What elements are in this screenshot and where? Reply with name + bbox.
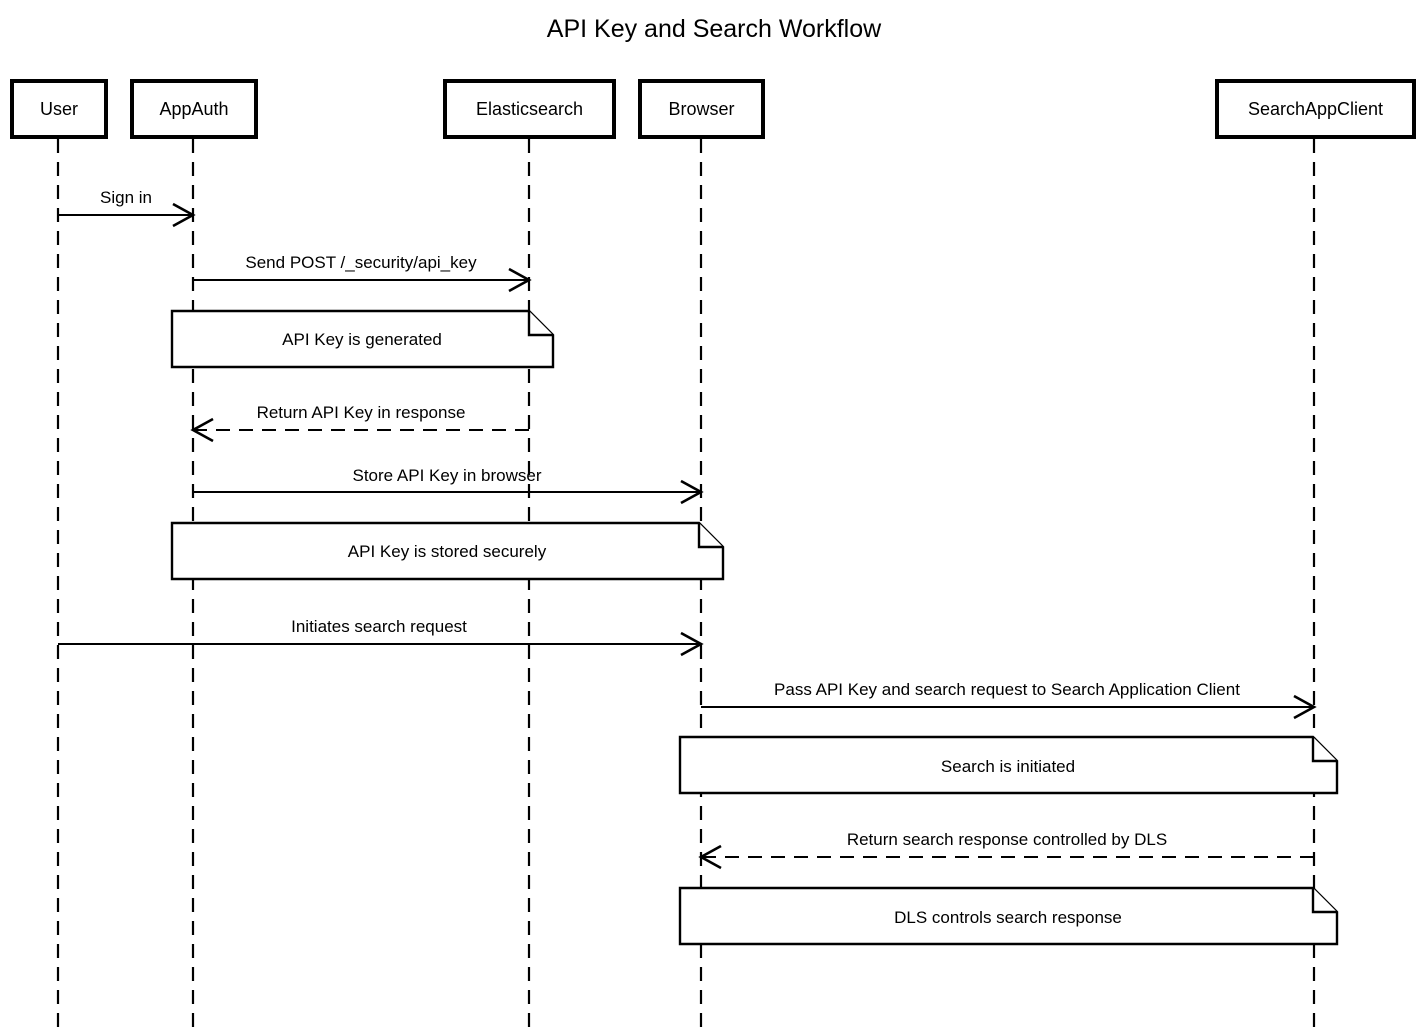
- participants-layer: User AppAuth Elasticsearch Browser SearchApp…: [10, 79, 1416, 139]
- note-fold-n3: [1311, 737, 1337, 763]
- message-arrowhead-m2: [508, 267, 532, 293]
- participant-browser[interactable]: Browser: [638, 79, 765, 139]
- participant-box-elasticsearch[interactable]: [443, 79, 616, 139]
- message-arrowhead-m6: [1293, 694, 1317, 720]
- message-arrowhead-m7: [698, 844, 722, 870]
- participant-label-searchappclient: SearchAppClient: [1248, 99, 1383, 119]
- lifelines-layer: [56, 139, 1316, 1027]
- messages-layer: Sign in Send POST /_security/api_keyRetur…: [58, 188, 1317, 870]
- note-label-n3: Search is initiated: [941, 757, 1075, 776]
- note-n2: API Key is stored securely: [170, 521, 725, 581]
- message-m2[interactable]: Send POST /_security/api_key: [193, 253, 532, 293]
- participant-label-appauth: AppAuth: [159, 99, 228, 119]
- page-title: API Key and Search Workflow: [547, 15, 882, 43]
- message-label-m2: Send POST /_security/api_key: [245, 253, 477, 272]
- note-body-n1: [170, 309, 555, 369]
- message-label-m4: Store API Key in browser: [353, 466, 542, 485]
- message-m1[interactable]: Sign in: [58, 188, 196, 228]
- message-m6[interactable]: Pass API Key and search request to Searc…: [701, 680, 1317, 720]
- note-fold-n2: [697, 523, 723, 549]
- message-label-m6: Pass API Key and search request to Searc…: [774, 680, 1240, 699]
- note-label-n1: API Key is generated: [282, 330, 442, 349]
- note-label-n2: API Key is stored securely: [348, 542, 547, 561]
- participant-label-browser: Browser: [668, 99, 734, 119]
- message-m5[interactable]: Initiates search request: [58, 617, 704, 657]
- participant-user[interactable]: User: [10, 79, 108, 139]
- participant-box-searchappclient[interactable]: [1215, 79, 1416, 139]
- note-body-n2: [170, 521, 725, 581]
- message-arrowhead-m3: [190, 417, 214, 443]
- message-m3[interactable]: Return API Key in response: [190, 403, 529, 443]
- message-arrowhead-m5: [680, 631, 704, 657]
- participant-elasticsearch[interactable]: Elasticsearch: [443, 79, 616, 139]
- message-label-m3: Return API Key in response: [257, 403, 466, 422]
- participant-appauth[interactable]: AppAuth: [130, 79, 258, 139]
- note-body-n4: [678, 886, 1339, 946]
- participant-box-browser[interactable]: [638, 79, 765, 139]
- participant-label-user: User: [40, 99, 78, 119]
- participant-box-user[interactable]: [10, 79, 108, 139]
- participant-searchappclient[interactable]: SearchAppClient: [1215, 79, 1416, 139]
- note-n4: DLS controls search response: [678, 886, 1339, 946]
- note-fold-n1: [527, 311, 553, 337]
- participant-label-elasticsearch: Elasticsearch: [476, 99, 583, 119]
- note-label-n4: DLS controls search response: [894, 908, 1122, 927]
- message-label-m5: Initiates search request: [291, 617, 467, 636]
- note-fold-n4: [1311, 888, 1337, 914]
- message-m7[interactable]: Return search response controlled by DLS: [698, 830, 1314, 870]
- message-label-m1: Sign in: [100, 188, 152, 207]
- note-body-n3: [678, 735, 1339, 795]
- message-arrowhead-m1: [172, 202, 196, 228]
- message-label-m7: Return search response controlled by DLS: [847, 830, 1167, 849]
- message-arrowhead-m4: [680, 479, 704, 505]
- note-n3: Search is initiated: [678, 735, 1339, 795]
- message-m4[interactable]: Store API Key in browser: [193, 466, 704, 505]
- participant-box-appauth[interactable]: [130, 79, 258, 139]
- note-n1: API Key is generated: [170, 309, 555, 369]
